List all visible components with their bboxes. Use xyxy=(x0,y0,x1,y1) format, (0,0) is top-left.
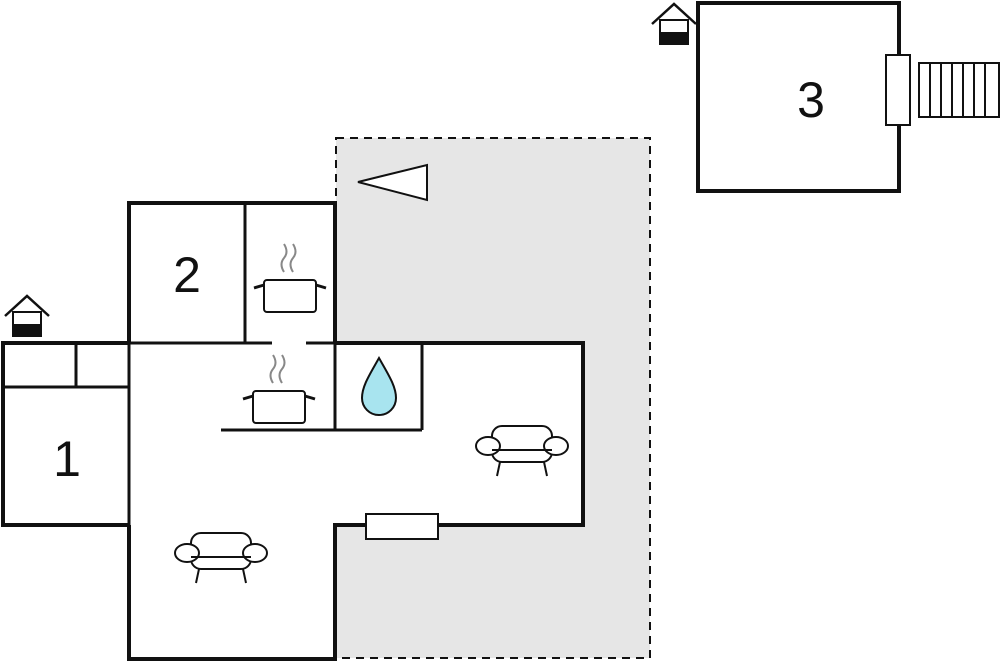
direction-arrow-icon xyxy=(357,163,428,202)
outhouse-icon xyxy=(4,294,50,337)
building-3 xyxy=(696,1,911,193)
outhouse-icon xyxy=(651,2,697,45)
sofa-icon xyxy=(174,532,268,584)
sofa-icon xyxy=(475,425,569,477)
cooking-pot-icon xyxy=(242,354,316,424)
room-2-label: 2 xyxy=(173,247,201,303)
room-3-label: 3 xyxy=(797,72,825,128)
cooking-pot-icon xyxy=(253,243,327,313)
window xyxy=(365,513,439,540)
stairs-icon xyxy=(918,62,1000,118)
door xyxy=(885,54,911,126)
room-1-label: 1 xyxy=(53,431,81,487)
main-house xyxy=(1,201,585,661)
water-drop-icon xyxy=(360,355,398,416)
